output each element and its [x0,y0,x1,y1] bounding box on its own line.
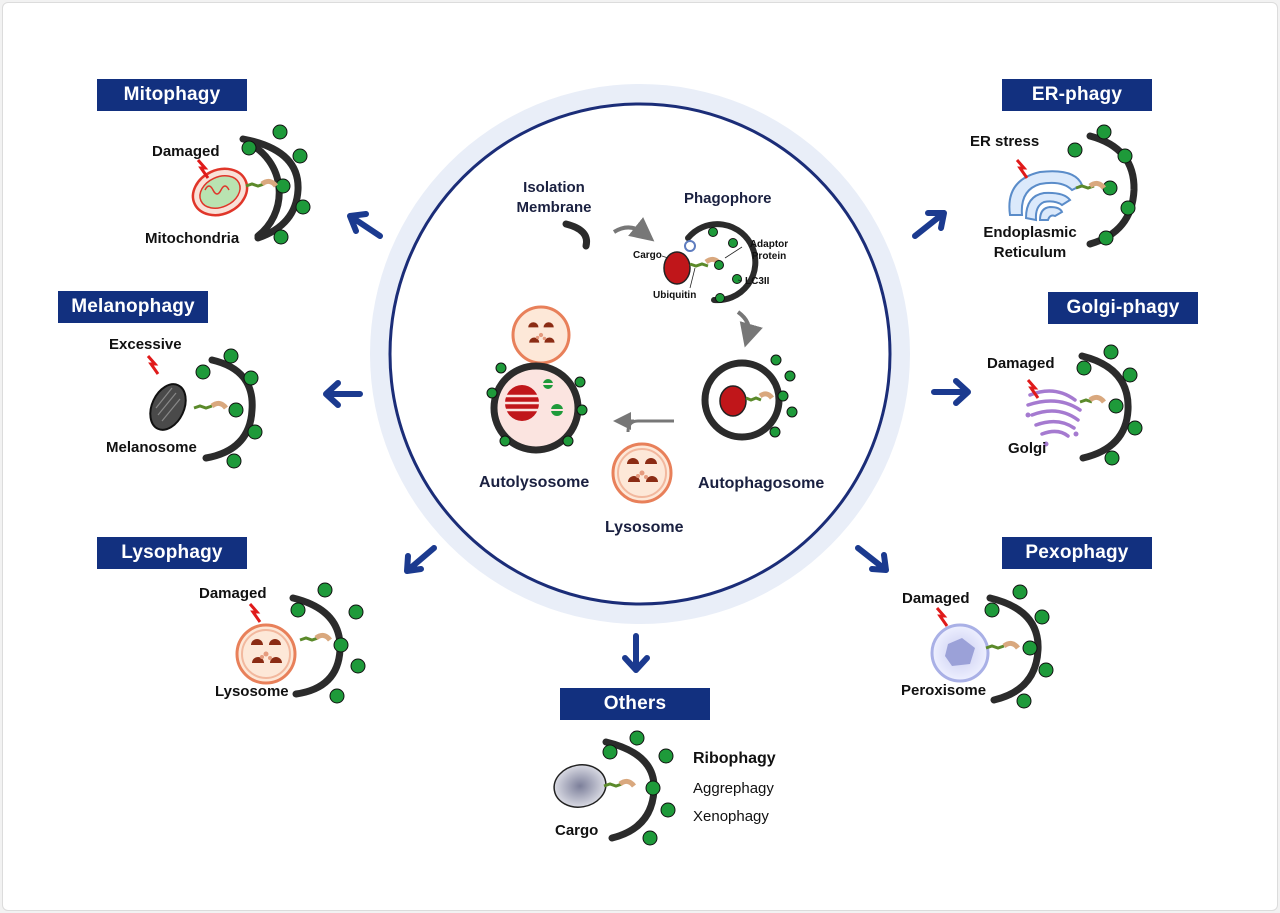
mitophagy-title: Mitophagy [97,79,247,111]
lysophagy-top-label: Damaged [199,585,267,602]
branch-arrows [323,210,971,673]
adaptor-protein-label: Adaptor Protein [744,239,794,263]
er-phagy-top-label: ER stress [970,133,1040,150]
lc3-label: LC3II [745,276,770,287]
er-phagy-bottom-label: Endoplasmic Reticulum [975,223,1085,263]
er-phagy-title: ER-phagy [1002,79,1152,111]
autophagosome-shape [701,354,798,441]
ubiquitin-label: Ubiquitin [653,290,697,301]
isolation-membrane-shape [562,220,591,250]
isolation-membrane-label: Isolation Membrane [504,178,604,218]
autolysosome-shape [486,305,588,454]
golgi-phagy-top-label: Damaged [987,355,1055,372]
phagophore-label: Phagophore [684,190,772,207]
lysophagy-illustration [235,582,366,704]
er-phagy-bottom-line-2: Reticulum [993,244,1067,261]
others-title: Others [560,688,710,720]
mitophagy-top-label: Damaged [152,143,220,160]
autophagy-cycle-circle [388,102,892,606]
isolation-membrane-line-1: Isolation [523,179,585,196]
golgi-phagy-title: Golgi-phagy [1048,292,1198,324]
others-item-ribophagy: Ribophagy [693,750,776,767]
adaptor-protein-line-2: Protein [751,251,787,262]
lysophagy-bottom-label: Lysosome [215,683,289,700]
melanophagy-title: Melanophagy [58,291,208,323]
isolation-membrane-line-2: Membrane [516,199,592,216]
phagophore-shape [661,221,759,304]
melanophagy-illustration [146,348,263,469]
step-arrow [612,217,655,242]
pexophagy-bottom-label: Peroxisome [901,682,987,699]
melanophagy-top-label: Excessive [109,336,182,353]
autophagosome-label: Autophagosome [698,475,825,492]
others-item-xenophagy: Xenophagy [693,808,769,825]
er-phagy-bottom-line-1: Endoplasmic [983,224,1077,241]
others-illustration [553,730,676,846]
lysosome-label: Lysosome [605,519,684,536]
lysosome-shape [611,442,673,504]
pexophagy-title: Pexophagy [1002,537,1152,569]
mitophagy-illustration [191,124,311,245]
mitophagy-bottom-label: Mitochondria [145,230,240,247]
others-item-aggrephagy: Aggrephagy [693,780,774,797]
pexophagy-illustration [930,584,1054,709]
er-phagy-illustration [1008,124,1138,248]
cargo-label: Cargo [633,250,662,261]
pexophagy-top-label: Damaged [902,590,970,607]
golgi-phagy-illustration [1025,344,1143,466]
adaptor-protein-line-1: Adaptor [749,239,789,250]
step-arrow [736,310,763,348]
others-cargo-label: Cargo [555,822,599,839]
golgi-phagy-bottom-label: Golgi [1008,440,1047,457]
melanophagy-bottom-label: Melanosome [106,439,197,456]
autolysosome-label: Autolysosome [479,474,590,491]
lysophagy-title: Lysophagy [97,537,247,569]
